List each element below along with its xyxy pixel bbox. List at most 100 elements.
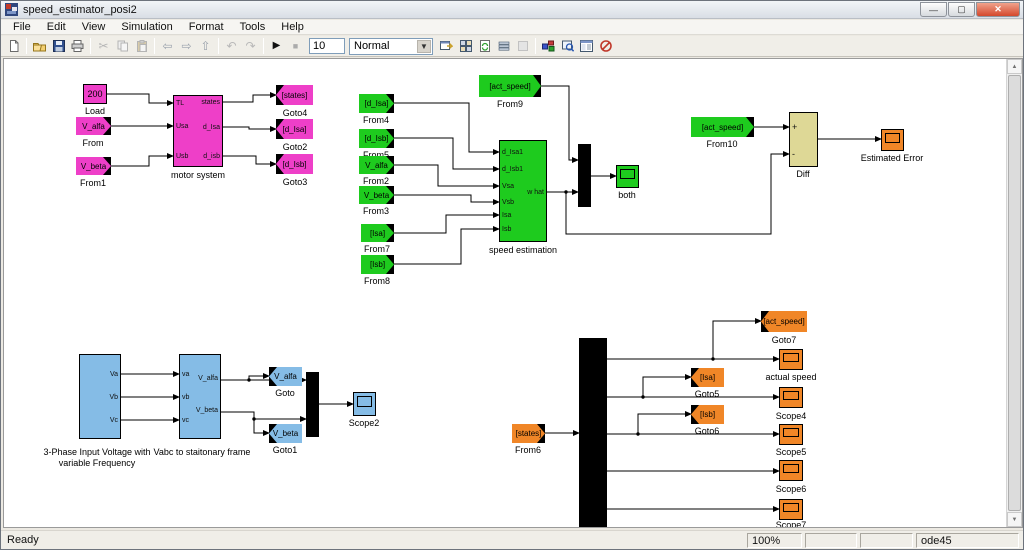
copy-icon [113,37,132,55]
motor-system-block[interactable]: TL Usa Usb states d_Isa d_isb [173,95,223,167]
simulation-mode-value: Normal [354,40,390,52]
from-block-6[interactable]: [states] [512,424,545,443]
chevron-down-icon: ▼ [417,39,431,53]
refresh-disabled-icon [513,37,532,55]
scope-actual-speed[interactable] [779,349,803,370]
vabc-transform-block[interactable]: va vb vc V_alfa V_beta [179,354,221,439]
goto-block-3[interactable]: [d_Isb] [276,154,313,174]
from-tag: [Isb] [369,260,386,269]
speed-estimation-block[interactable]: d_Isa1 d_Isb1 Vsa Vsb Isa Isb w hat [499,140,547,242]
scroll-up-icon[interactable]: ▲ [1007,59,1022,74]
scrollbar-thumb[interactable] [1008,75,1021,511]
scroll-down-icon[interactable]: ▼ [1007,512,1022,527]
from-block-10[interactable]: [act_speed] [691,117,754,137]
sim-stop-time-input[interactable] [309,38,345,54]
from-block-7[interactable]: [Isa] [361,224,394,242]
menu-view[interactable]: View [81,20,106,33]
menu-simulation[interactable]: Simulation [121,20,173,33]
from-tag: V_alfa [82,121,105,131]
goto-block-7[interactable]: [act_speed] [761,311,807,332]
scope-both[interactable] [616,165,639,188]
block-label: Goto3 [282,177,308,187]
update-diagram-icon[interactable] [475,37,494,55]
menu-help[interactable]: Help [281,20,304,33]
scope-5[interactable] [779,424,803,445]
model-finder-icon[interactable] [558,37,577,55]
build-icon[interactable] [494,37,513,55]
menu-edit[interactable]: Edit [46,20,66,33]
menu-format[interactable]: Format [188,20,224,33]
scope-4[interactable] [779,387,803,408]
new-file-icon[interactable] [4,37,23,55]
mux-block[interactable] [306,372,319,437]
from-block-3[interactable]: V_beta [359,186,394,204]
library-browser-icon[interactable] [539,37,558,55]
stop-simulation-icon: ■ [292,41,299,51]
window-controls: — ▢ ✕ [920,2,1020,17]
save-icon[interactable] [49,37,68,55]
block-label: actual speed [765,372,817,382]
goto-block-4[interactable]: [states] [276,85,313,105]
debug-disabled-icon[interactable] [596,37,615,55]
model-reference-icon[interactable] [437,37,456,55]
from-block-5[interactable]: [d_Isb] [359,129,394,148]
block-label: Scope6 [775,484,807,494]
cut-icon: ✂ [98,39,109,53]
goto-tag: [d_Isb] [282,159,307,169]
from-block-9[interactable]: [act_speed] [479,75,541,97]
menu-file[interactable]: File [13,20,31,33]
simulation-mode-select[interactable]: Normal ▼ [349,37,433,55]
block-label: Estimated Error [860,153,924,163]
scope-7[interactable] [779,499,803,520]
goto-block-2[interactable]: [d_Isa] [276,119,313,139]
port-label: vc [182,417,189,424]
constant-load-block[interactable]: 200 [83,84,107,104]
status-segment [860,533,913,548]
from-block-8[interactable]: [Isb] [361,255,394,274]
block-label: Goto4 [282,108,308,118]
demux-block[interactable] [579,338,607,527]
toolbar-separator [535,38,536,54]
vertical-scrollbar[interactable]: ▲ ▼ [1006,59,1022,527]
from-block-4[interactable]: [d_Isa] [359,94,394,113]
block-label: Goto [275,388,295,398]
from-tag: [act_speed] [701,122,744,132]
model-canvas[interactable]: 200 Load V_alfa From V_beta From1 TL Usa… [3,58,1023,528]
mux-block[interactable] [578,144,591,207]
toolbar-separator [218,38,219,54]
port-label: d_Isb1 [502,166,524,173]
up-icon[interactable]: ⇧ [200,39,211,53]
scope-estimated-error[interactable] [881,129,904,151]
port-label: Isb [502,226,512,233]
from-block-2[interactable]: V_alfa [359,156,394,174]
goto-block-1[interactable]: V_beta [269,424,302,443]
plus-sign: + [792,122,798,132]
three-phase-source-block[interactable]: Va Vb Vc [79,354,121,439]
goto-block-6[interactable]: [Isb] [691,405,724,424]
goto-block-5[interactable]: [Isa] [691,368,724,387]
port-label: d_Isa1 [502,149,524,156]
menu-tools[interactable]: Tools [239,20,266,33]
model-browser-icon[interactable] [577,37,596,55]
maximize-icon[interactable]: ▢ [948,2,975,17]
close-icon[interactable]: ✕ [976,2,1020,17]
library-icon[interactable] [456,37,475,55]
block-label: variable Frequency [58,458,136,468]
window-title: speed_estimator_posi2 [23,3,137,16]
start-simulation-icon[interactable]: ▶ [272,40,281,51]
diagram-area[interactable]: 200 Load V_alfa From V_beta From1 TL Usa… [4,59,1006,527]
scope-2[interactable] [353,392,376,416]
from-block-valfa[interactable]: V_alfa [76,117,111,135]
goto-tag: [states] [281,90,308,100]
open-folder-icon[interactable] [30,37,49,55]
block-label: Goto5 [694,389,720,399]
sum-diff-block[interactable]: + - [789,112,818,167]
minimize-icon[interactable]: — [920,2,947,17]
forward-icon[interactable]: ⇨ [181,39,192,53]
back-icon[interactable]: ⇦ [162,39,173,53]
from-block-vbeta[interactable]: V_beta [76,157,111,175]
scope-6[interactable] [779,460,803,481]
from-tag: V_beta [363,190,390,200]
goto-block[interactable]: V_alfa [269,367,302,386]
print-icon[interactable] [68,37,87,55]
